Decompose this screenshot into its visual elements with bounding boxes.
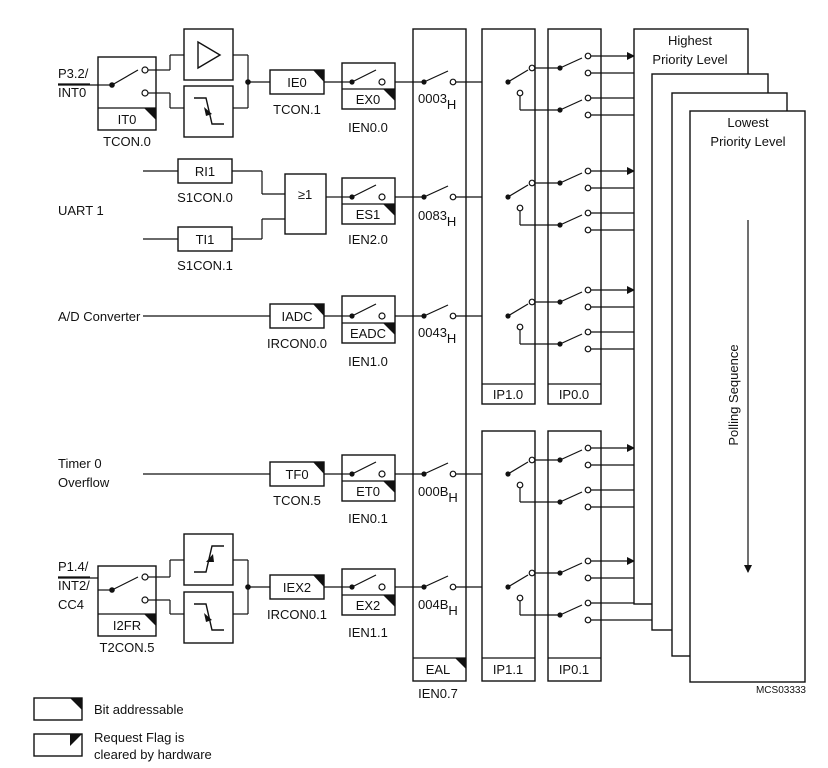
source-uart1-label: UART 1: [58, 203, 104, 218]
iex2-reg-label: IRCON0.1: [267, 607, 327, 622]
i2fr-reg-label: T2CON.5: [100, 640, 155, 655]
or-gate: [284, 173, 327, 235]
lowest-priority-label-1: Lowest: [727, 115, 769, 130]
iadc-flag-box: [269, 303, 325, 329]
es1-enable-label: ES1: [356, 207, 381, 222]
vector-0043: 0043H: [418, 325, 456, 346]
iadc-reg-label: IRCON0.0: [267, 336, 327, 351]
ie0-flag-label: IE0: [287, 75, 307, 90]
es1-reg-label: IEN2.0: [348, 232, 388, 247]
eadc-enable-label: EADC: [350, 326, 386, 341]
legend-bit-addressable-label: Bit addressable: [94, 702, 184, 717]
ip1-0-register: [481, 28, 536, 405]
legend-cleared-by-hw-swatch: [33, 733, 83, 757]
ex0-enable-label: EX0: [356, 92, 381, 107]
legend-bit-addressable-swatch: [33, 697, 83, 721]
et0-enable-label: ET0: [356, 484, 380, 499]
ip0-1-register: [547, 430, 602, 682]
source-timer0-label-1: Timer 0: [58, 456, 102, 471]
ti1-reg-label: S1CON.1: [177, 258, 233, 273]
tf0-flag-box: [269, 461, 325, 487]
iadc-flag-label: IADC: [281, 309, 312, 324]
es1-enable-switch: [341, 177, 396, 225]
source-int0-label-2: INT0: [58, 85, 86, 100]
lowest-priority-label-2: Priority Level: [710, 134, 785, 149]
eal-reg-label: IEN0.7: [418, 686, 458, 701]
ri1-reg-label: S1CON.0: [177, 190, 233, 205]
source-int2-label-3: CC4: [58, 597, 84, 612]
rising-edge-detector-int2: [183, 533, 234, 586]
eal-label: EAL: [426, 662, 451, 677]
priority-switch-adc: [505, 286, 691, 353]
falling-edge-detector-int0: [183, 85, 234, 138]
i2fr-mode-switch: [97, 565, 157, 637]
priority-switch-int0: [505, 52, 691, 119]
vector-000b: 000BH: [418, 484, 458, 505]
it0-mode-switch: [97, 56, 157, 131]
it0-bit-label: IT0: [118, 112, 137, 127]
tf0-reg-label: TCON.5: [273, 493, 321, 508]
priority-level-panels: [633, 28, 806, 683]
ti1-flag-label: TI1: [196, 232, 215, 247]
vector-004b: 004BH: [418, 597, 458, 618]
iex2-flag-box: [269, 574, 325, 600]
legend-cleared-label-2: cleared by hardware: [94, 747, 212, 762]
ip1-1-register: [481, 430, 536, 682]
ri1-flag-box: [177, 158, 233, 184]
ex0-enable-switch: [341, 62, 396, 110]
priority-switch-timer0: [505, 444, 691, 511]
doc-id-label: MCS03333: [756, 685, 806, 696]
source-timer0-label-2: Overflow: [58, 475, 110, 490]
source-int0-label-1: P3.2/: [58, 66, 89, 81]
i2fr-bit-label: I2FR: [113, 618, 141, 633]
priority-switch-int2: [505, 557, 691, 624]
or-gate-label: ≥1: [298, 187, 312, 202]
ie0-reg-label: TCON.1: [273, 102, 321, 117]
highest-priority-label-2: Priority Level: [652, 52, 727, 67]
falling-edge-detector-int2: [183, 591, 234, 644]
ip0-1-label: IP0.1: [559, 662, 589, 677]
ip1-1-label: IP1.1: [493, 662, 523, 677]
ex2-enable-switch: [341, 568, 396, 616]
tf0-flag-label: TF0: [285, 467, 308, 482]
ex2-reg-label: IEN1.1: [348, 625, 388, 640]
ex2-enable-label: EX2: [356, 598, 381, 613]
iex2-flag-label: IEX2: [283, 580, 311, 595]
source-adc-label: A/D Converter: [58, 309, 141, 324]
it0-reg-label: TCON.0: [103, 134, 151, 149]
ri1-flag-label: RI1: [195, 164, 215, 179]
legend-cleared-label-1: Request Flag is: [94, 730, 185, 745]
et0-reg-label: IEN0.1: [348, 511, 388, 526]
source-int2-label-1: P1.4/: [58, 559, 89, 574]
vector-0003: 0003H: [418, 91, 456, 112]
vector-0083: 0083H: [418, 208, 456, 229]
ip0-0-register: [547, 28, 602, 405]
source-int2-label-2: INT2/: [58, 578, 90, 593]
ex0-reg-label: IEN0.0: [348, 120, 388, 135]
ip0-0-label: IP0.0: [559, 387, 589, 402]
polling-sequence-label: Polling Sequence: [726, 344, 741, 445]
level-buffer-block: [183, 28, 234, 81]
eadc-enable-switch: [341, 295, 396, 344]
eal-global-enable: [412, 28, 467, 682]
eadc-reg-label: IEN1.0: [348, 354, 388, 369]
ip1-0-label: IP1.0: [493, 387, 523, 402]
priority-switch-group: [505, 52, 691, 624]
et0-enable-switch: [341, 454, 396, 502]
highest-priority-label-1: Highest: [668, 33, 712, 48]
